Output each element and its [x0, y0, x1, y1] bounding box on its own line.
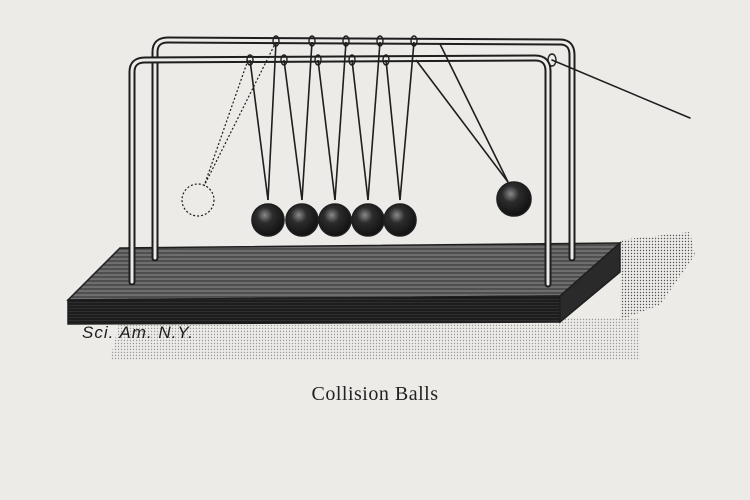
- floor-shadow: [110, 232, 695, 360]
- ball-1: [249, 41, 285, 237]
- raised-ball: [415, 43, 532, 217]
- wooden-base: [66, 241, 623, 325]
- ball-3: [317, 41, 352, 237]
- ball-2: [283, 41, 319, 237]
- engraver-signature: Sci. Am. N.Y.: [82, 323, 194, 342]
- ghost-ball: [181, 41, 277, 217]
- suspension-knots: [246, 35, 557, 67]
- resting-balls: [249, 41, 417, 237]
- ball-5: [383, 41, 417, 237]
- figure-caption: Collision Balls: [311, 383, 439, 405]
- metal-frame: [128, 36, 691, 288]
- ball-4: [351, 41, 385, 237]
